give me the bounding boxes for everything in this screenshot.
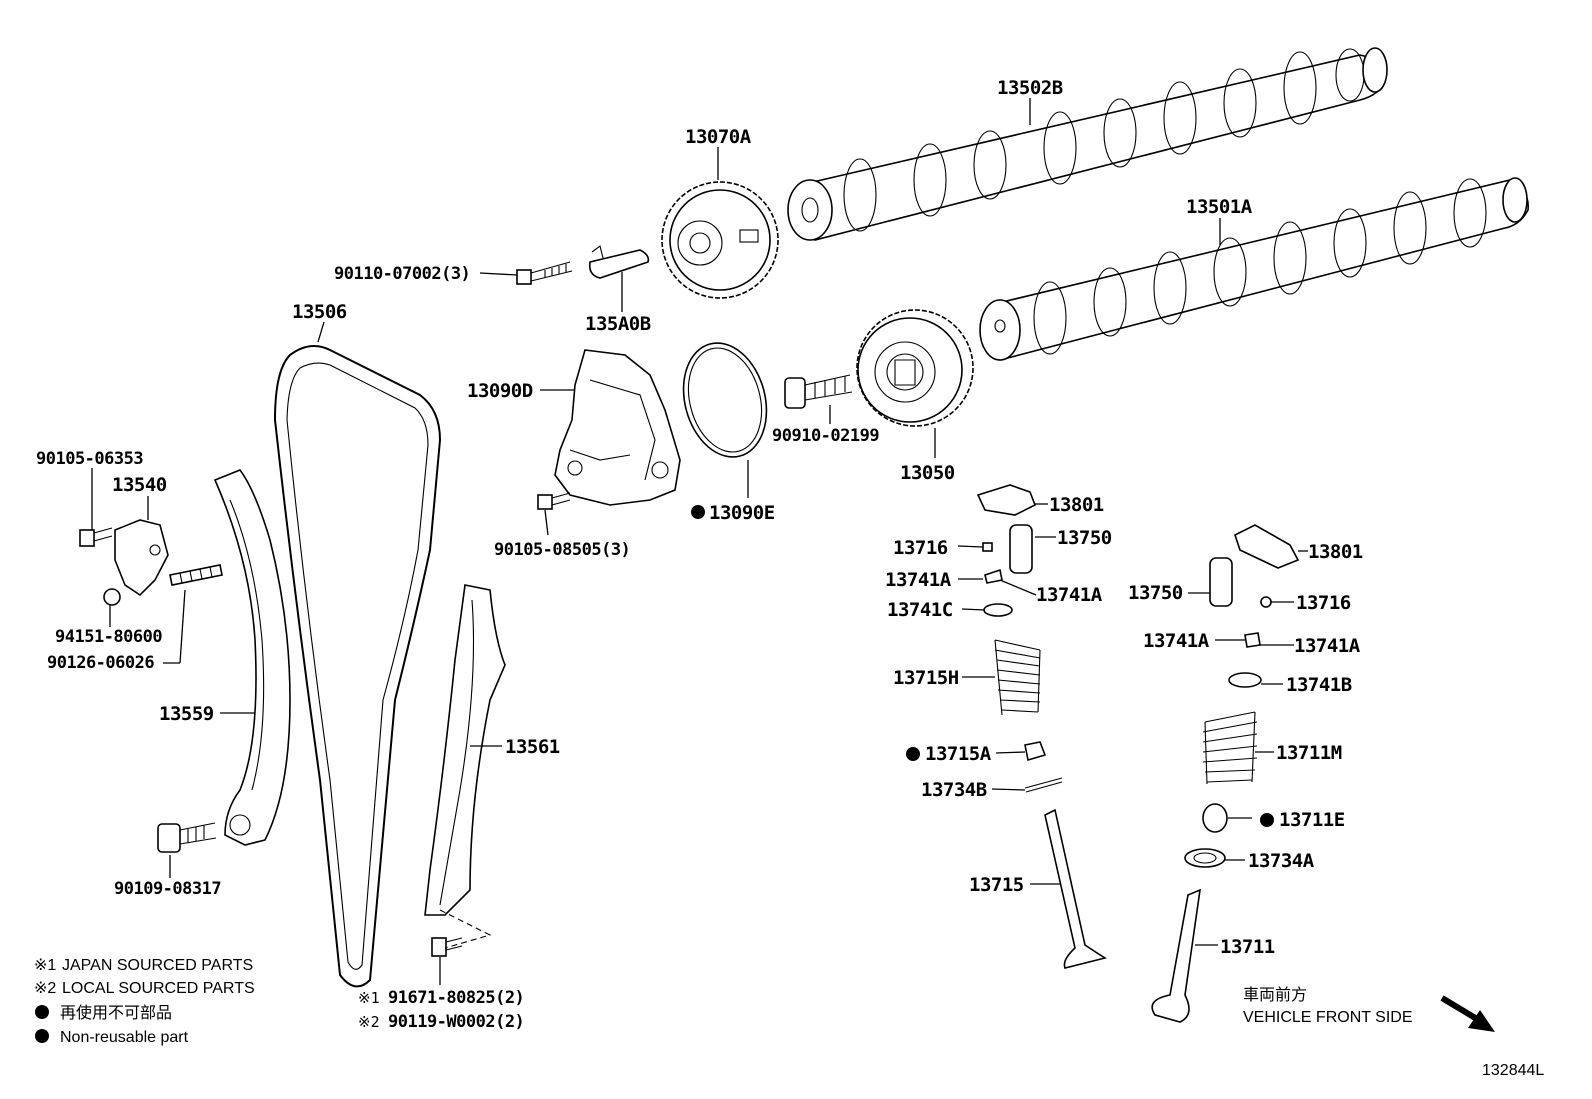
label-13559: 13559 xyxy=(159,703,214,725)
cam-housing-cover-illustration xyxy=(554,349,681,506)
label-13741A-right-b: 13741A xyxy=(1294,635,1361,657)
rocker-arm-right-illustration xyxy=(1234,524,1300,569)
lash-adjuster-right-illustration xyxy=(1209,557,1233,607)
keepers-right-illustration xyxy=(1244,632,1261,648)
label-13715A: 13715A xyxy=(925,743,992,765)
label-13715: 13715 xyxy=(969,874,1024,896)
label-13741A-left-b: 13741A xyxy=(1036,584,1103,606)
label-90110-07002: 90110-07002(3) xyxy=(334,264,470,284)
valve-left-illustration xyxy=(1044,808,1108,969)
lash-adjuster-left-illustration xyxy=(1009,524,1033,574)
bolt-90110-illustration xyxy=(516,261,573,285)
cover-gasket-illustration xyxy=(682,342,768,458)
chain-tensioner-illustration xyxy=(114,519,169,597)
label-13741C: 13741C xyxy=(887,599,953,621)
direction-arrow-icon xyxy=(1440,995,1495,1032)
nonreusable-dot-13090E xyxy=(691,505,705,519)
label-13741A-right-a: 13741A xyxy=(1143,630,1210,652)
label-90119-W0002: 90119-W0002(2) xyxy=(388,1012,524,1032)
legend: ※1 JAPAN SOURCED PARTS ※2 LOCAL SOURCED … xyxy=(34,957,255,1046)
legend-local-sourced: LOCAL SOURCED PARTS xyxy=(62,980,255,997)
legend-japan-sourced: JAPAN SOURCED PARTS xyxy=(62,957,253,974)
label-13561: 13561 xyxy=(505,736,560,758)
label-13801-left: 13801 xyxy=(1049,494,1104,516)
chain-vibration-damper-illustration xyxy=(424,584,506,949)
label-13801-right: 13801 xyxy=(1308,541,1363,563)
label-13506: 13506 xyxy=(292,301,347,323)
label-13090E: 13090E xyxy=(709,502,775,524)
pin-13716-left-illustration xyxy=(982,542,993,552)
figure-id: 132844L xyxy=(1482,1062,1544,1079)
valve-spring-left-illustration xyxy=(994,639,1041,716)
label-13070A: 13070A xyxy=(685,126,752,148)
valve-spring-right-illustration xyxy=(1202,711,1258,785)
label-13711M: 13711M xyxy=(1276,742,1342,764)
bolt-90109-illustration xyxy=(157,822,217,853)
vehicle-front-indicator: 車両前方 VEHICLE FRONT SIDE xyxy=(1243,986,1495,1032)
direction-label-jp: 車両前方 xyxy=(1243,986,1307,1004)
part-labels: 13502B 13070A 13501A 90110-07002(3) 135A… xyxy=(36,77,1363,1032)
legend-dot-jp xyxy=(35,1005,49,1019)
intake-camshaft-illustration xyxy=(979,177,1529,361)
intake-vvt-gear-illustration xyxy=(856,309,974,427)
label-13501A: 13501A xyxy=(1186,196,1253,218)
rocker-arm-left-illustration xyxy=(976,484,1037,516)
label-13716-right: 13716 xyxy=(1296,592,1351,614)
nonreusable-dot-13711E xyxy=(1260,813,1274,827)
bolt-90105-08505-illustration xyxy=(537,492,571,510)
label-13540: 13540 xyxy=(112,474,167,496)
bolt-91671-illustration xyxy=(431,937,463,957)
label-13750-left: 13750 xyxy=(1057,527,1112,549)
leader-lines xyxy=(91,98,1308,985)
label-90105-06353: 90105-06353 xyxy=(36,449,143,469)
legend-mark2: ※2 xyxy=(34,980,56,997)
washer-13734A-illustration xyxy=(1184,848,1226,868)
label-94151-80600: 94151-80600 xyxy=(55,627,162,647)
direction-label-en: VEHICLE FRONT SIDE xyxy=(1243,1009,1413,1026)
label-90126-06026: 90126-06026 xyxy=(47,653,154,673)
oil-control-valve-illustration xyxy=(588,245,650,279)
label-13090D: 13090D xyxy=(467,380,533,402)
valve-right-illustration xyxy=(1151,888,1201,1023)
label-13741B: 13741B xyxy=(1286,674,1352,696)
label-13711: 13711 xyxy=(1220,936,1275,958)
retainer-right-illustration xyxy=(1228,672,1262,688)
shim-13734B-illustration xyxy=(1024,777,1063,793)
label-13741A-left-a: 13741A xyxy=(885,569,952,591)
bolt-90105-06353-illustration xyxy=(79,527,113,547)
legend-nonreusable-jp: 再使用不可部品 xyxy=(60,1004,172,1022)
exhaust-vvt-gear-illustration xyxy=(661,181,779,299)
label-90910-02199: 90910-02199 xyxy=(772,426,879,446)
retainer-left-illustration xyxy=(983,603,1013,617)
tensioner-nut-illustration xyxy=(103,588,121,606)
label-13711E: 13711E xyxy=(1279,809,1345,831)
label-90109-08317: 90109-08317 xyxy=(114,879,221,899)
label-13734B: 13734B xyxy=(921,779,987,801)
legend-dot-en xyxy=(35,1029,49,1043)
label-13715H: 13715H xyxy=(893,667,959,689)
label-135A0B: 135A0B xyxy=(585,313,651,335)
label-13734A: 13734A xyxy=(1248,850,1315,872)
nonreusable-dot-13715A xyxy=(906,747,920,761)
valve-stem-seal-right-illustration xyxy=(1202,803,1228,833)
label-91671-80825: 91671-80825(2) xyxy=(388,988,524,1008)
label-13502B: 13502B xyxy=(997,77,1063,99)
chain-slipper-guide-illustration xyxy=(213,469,291,846)
timing-chain-illustration xyxy=(273,345,442,988)
valve-stem-seal-left-illustration xyxy=(1024,741,1047,762)
label-13050: 13050 xyxy=(900,462,955,484)
legend-mark1: ※1 xyxy=(34,957,56,974)
pin-13716-right-illustration xyxy=(1260,596,1272,608)
ref-mark2-bolt: ※2 xyxy=(358,1013,380,1031)
label-90105-08505: 90105-08505(3) xyxy=(494,540,630,560)
keepers-left-illustration xyxy=(984,568,1003,584)
label-13750-right: 13750 xyxy=(1128,582,1183,604)
label-13716-left: 13716 xyxy=(893,537,948,559)
legend-nonreusable-en: Non-reusable part xyxy=(60,1029,189,1046)
ref-mark1-bolt: ※1 xyxy=(358,989,380,1007)
exhaust-camshaft-illustration xyxy=(787,47,1388,241)
stud-90126-illustration xyxy=(169,564,223,586)
bolt-90910-illustration xyxy=(784,374,853,409)
